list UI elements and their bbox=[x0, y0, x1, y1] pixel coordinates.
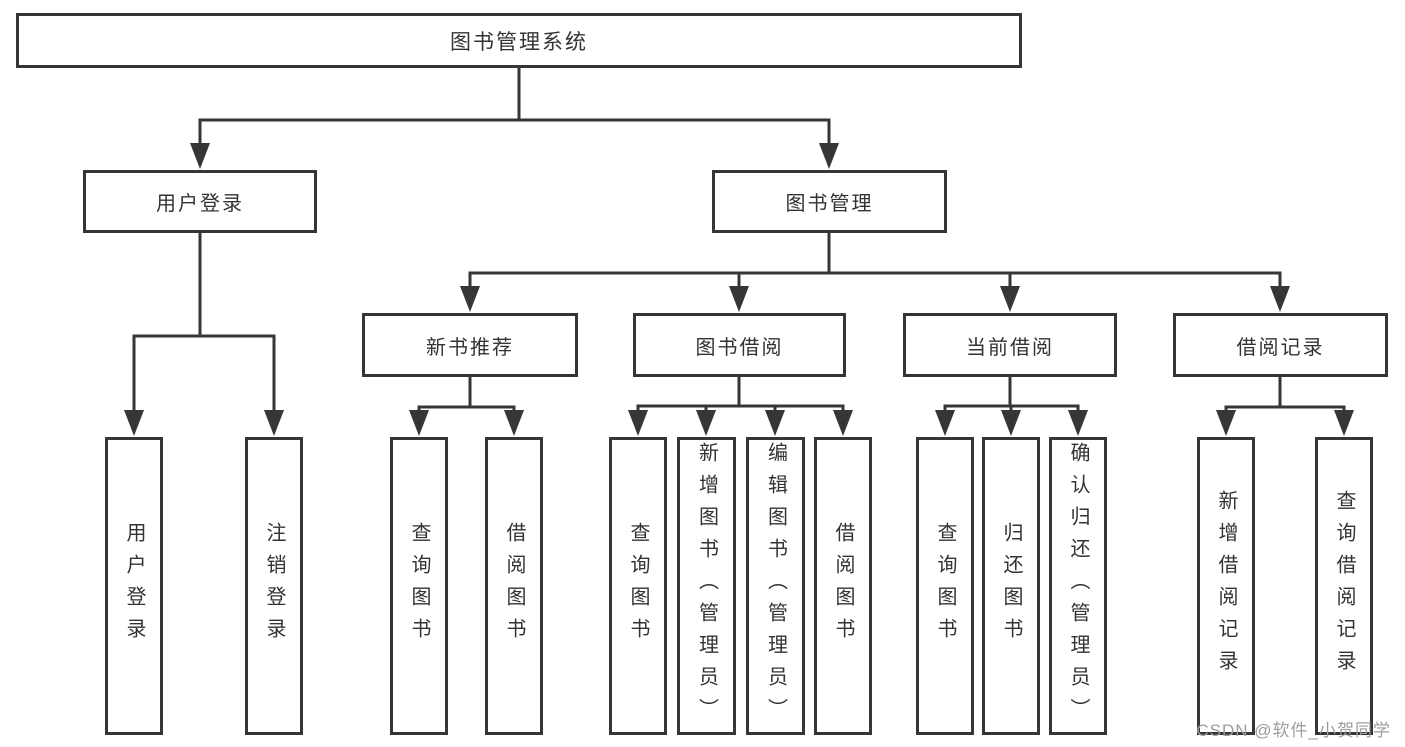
leaf-query-books-borrowing: 查询图书 bbox=[609, 437, 667, 735]
node-book-management: 图书管理 bbox=[712, 170, 947, 233]
leaf-add-books-admin: 新增图书（管理员） bbox=[677, 437, 736, 735]
leaf-edit-books-admin: 编辑图书（管理员） bbox=[746, 437, 805, 735]
connector-user-login-to-leaves bbox=[124, 231, 284, 436]
leaf-user-login: 用户登录 bbox=[105, 437, 163, 735]
leaf-add-borrow-record: 新增借阅记录 bbox=[1197, 437, 1255, 735]
leaf-label: 查询图书 bbox=[627, 522, 649, 650]
connector-new-books-to-leaves bbox=[409, 375, 524, 436]
node-borrowing-records: 借阅记录 bbox=[1173, 313, 1388, 377]
leaf-label: 新增图书（管理员） bbox=[695, 442, 718, 730]
leaf-return-books: 归还图书 bbox=[982, 437, 1040, 735]
leaf-label: 确认归还（管理员） bbox=[1067, 442, 1089, 730]
node-book-borrowing: 图书借阅 bbox=[633, 313, 846, 377]
connector-book-borrow-to-leaves bbox=[628, 375, 853, 436]
leaf-borrow-books: 借阅图书 bbox=[814, 437, 872, 735]
leaf-label: 查询图书 bbox=[934, 522, 956, 650]
leaf-query-books-recommend: 查询图书 bbox=[390, 437, 448, 735]
leaf-label: 借阅图书 bbox=[832, 522, 854, 650]
leaf-confirm-return-admin: 确认归还（管理员） bbox=[1049, 437, 1107, 735]
connector-book-mgmt-to-level3 bbox=[460, 231, 1290, 312]
leaf-label: 查询图书 bbox=[408, 522, 430, 650]
connector-current-borrow-to-leaves bbox=[935, 375, 1088, 436]
csdn-watermark: CSDN @软件_小贺同学 bbox=[1196, 721, 1391, 740]
node-new-book-recommend: 新书推荐 bbox=[362, 313, 578, 377]
node-user-login: 用户登录 bbox=[83, 170, 317, 233]
leaf-logout: 注销登录 bbox=[245, 437, 303, 735]
leaf-query-borrow-record: 查询借阅记录 bbox=[1315, 437, 1373, 735]
leaf-label: 注销登录 bbox=[263, 522, 285, 650]
leaf-label: 用户登录 bbox=[123, 522, 145, 650]
node-root-library-system: 图书管理系统 bbox=[16, 13, 1022, 68]
leaf-label: 新增借阅记录 bbox=[1215, 490, 1237, 682]
node-current-borrowing: 当前借阅 bbox=[903, 313, 1117, 377]
connector-root-to-level2 bbox=[190, 66, 839, 169]
leaf-borrow-books-recommend: 借阅图书 bbox=[485, 437, 543, 735]
leaf-label: 归还图书 bbox=[1000, 522, 1022, 650]
leaf-query-books-current: 查询图书 bbox=[916, 437, 974, 735]
leaf-label: 编辑图书（管理员） bbox=[764, 442, 787, 730]
leaf-label: 借阅图书 bbox=[503, 522, 525, 650]
connector-borrow-records-to-leaves bbox=[1216, 375, 1354, 436]
leaf-label: 查询借阅记录 bbox=[1333, 490, 1355, 682]
